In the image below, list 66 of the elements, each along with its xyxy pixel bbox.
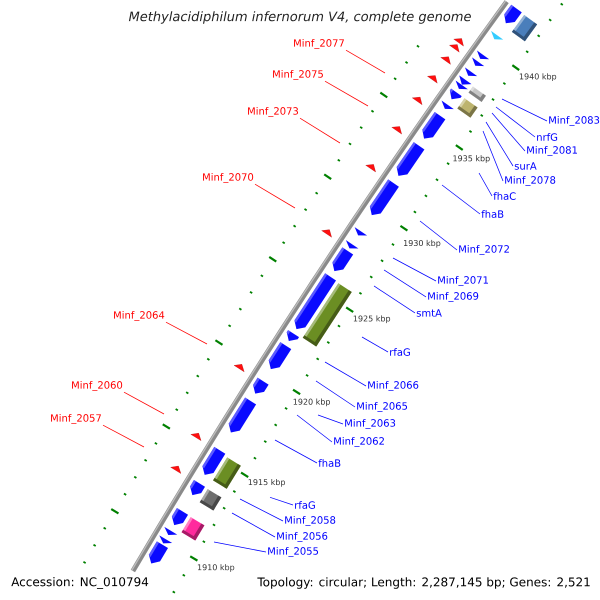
scale-label: 1925 kbp xyxy=(354,315,390,324)
gene-label: Minf_2083 xyxy=(549,116,600,126)
scale-label: 1910 kbp xyxy=(198,564,234,572)
leader-line xyxy=(102,424,144,448)
leader-line xyxy=(274,440,318,464)
gene-label: Minf_2071 xyxy=(438,276,488,286)
scale-label: 1935 kbp xyxy=(453,155,490,163)
leader-line xyxy=(420,220,458,250)
leader-line xyxy=(296,414,332,442)
leader-line xyxy=(270,496,294,506)
leader-line xyxy=(392,258,436,282)
gene-label: fhaB xyxy=(318,459,340,467)
title: Methylacidiphilum infernorum V4, complete genome xyxy=(128,11,471,24)
scale-label: 1940 kbp xyxy=(520,73,556,81)
leader-line xyxy=(442,184,480,214)
leader-line xyxy=(374,286,416,314)
gene-label: Minf_2063 xyxy=(345,419,396,429)
scale-label: 1915 kbp xyxy=(248,478,286,487)
leader-line xyxy=(384,270,426,298)
leader-line xyxy=(214,542,266,552)
leader-line xyxy=(492,112,526,152)
gene-label: Minf_2081 xyxy=(527,146,577,156)
leader-line xyxy=(254,184,296,208)
gene-label: Minf_2077 xyxy=(294,39,344,49)
gene-label: rfaG xyxy=(295,501,315,509)
gene-label: Minf_2072 xyxy=(459,245,509,255)
leader-line xyxy=(362,336,388,352)
leader-line xyxy=(240,498,284,522)
leader-line xyxy=(486,122,514,166)
gene-label: Minf_2064 xyxy=(114,311,164,321)
gene-label: surA xyxy=(514,162,537,170)
leader-line xyxy=(482,130,504,182)
leader-line xyxy=(478,172,492,196)
footer-text: Accession: NC_010794 xyxy=(11,577,148,589)
gene-label: Minf_2055 xyxy=(268,547,318,557)
leader-line xyxy=(232,512,276,538)
gene-label: Minf_2056 xyxy=(277,532,328,542)
scale-label: 1920 kbp xyxy=(294,398,330,406)
leader-line xyxy=(300,118,340,144)
leader-line xyxy=(324,80,368,106)
gene-label: rfaG xyxy=(390,348,410,356)
gene-label: Minf_2065 xyxy=(357,402,408,412)
gene-label: Minf_2069 xyxy=(428,292,478,302)
scale-label: 1930 kbp xyxy=(404,240,440,248)
gene-label: nrfG xyxy=(537,133,558,141)
gene-label: Minf_2070 xyxy=(203,173,254,183)
gene-label: Minf_2060 xyxy=(72,381,122,391)
gene-label: Minf_2073 xyxy=(248,107,298,117)
gene-label: Minf_2062 xyxy=(334,437,384,447)
leader-line xyxy=(166,322,208,344)
leader-line xyxy=(502,98,548,122)
gene-label: Minf_2075 xyxy=(273,70,323,80)
leader-line xyxy=(496,106,536,138)
footer-text: Topology: circular; Length: 2,287,145 bp; Genes: 2,521 xyxy=(257,577,590,589)
gene-label: Minf_2078 xyxy=(505,176,556,186)
gene-label: fhaB xyxy=(481,210,504,218)
gene-label: Minf_2066 xyxy=(368,381,418,391)
leader-line xyxy=(346,50,386,74)
leader-line xyxy=(324,362,366,386)
leader-line xyxy=(318,414,344,424)
gene-label: fhaC xyxy=(493,192,516,200)
leader-line xyxy=(316,380,356,408)
gene-label: Minf_2057 xyxy=(51,414,101,424)
gene-label: smtA xyxy=(416,309,442,317)
gene-label: Minf_2058 xyxy=(285,516,336,526)
leader-line xyxy=(124,392,164,414)
